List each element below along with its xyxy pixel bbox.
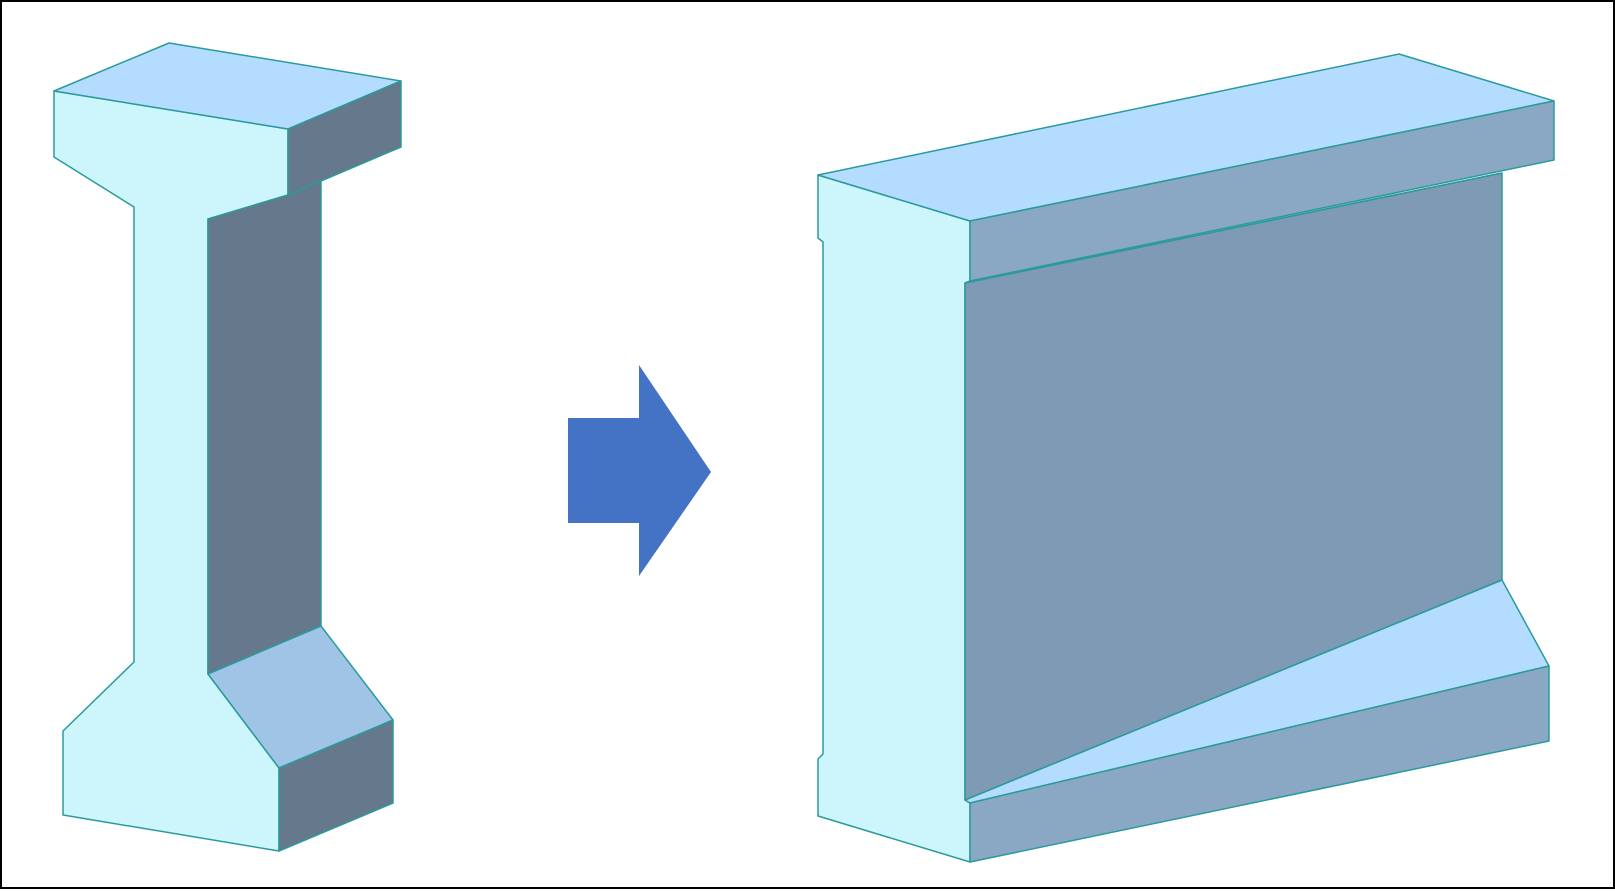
transition-arrow [568,365,711,576]
right-web-top-edge [964,172,1503,284]
right-front-face [817,174,971,863]
right-top-flange-side [969,100,1555,282]
tapered-girder-section [53,42,402,852]
left-web-side [207,180,322,675]
extruded-tapered-girder [817,53,1555,863]
left-bottom-flange-side [278,719,394,852]
left-top-flange-side [287,80,402,196]
right-bottom-flange-side [969,665,1550,863]
